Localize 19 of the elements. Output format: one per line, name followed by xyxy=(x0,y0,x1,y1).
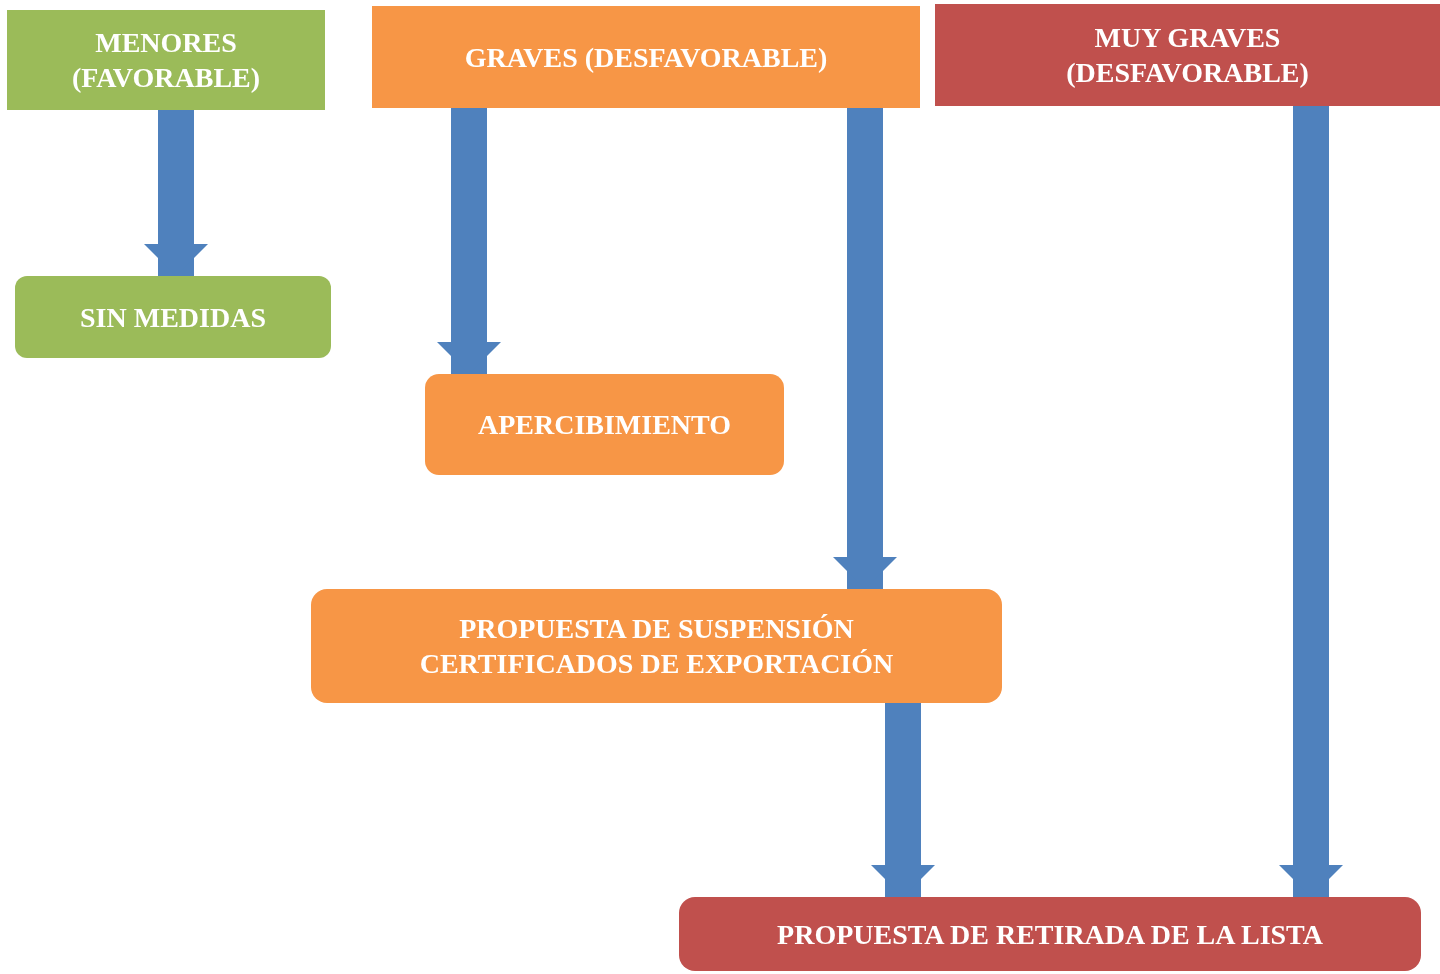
arrow xyxy=(833,108,897,589)
box-label: MENORES (FAVORABLE) xyxy=(70,26,262,95)
box-label: PROPUESTA DE RETIRADA DE LA LISTA xyxy=(777,917,1323,952)
category-header xyxy=(372,6,920,108)
box-label: APERCIBIMIENTO xyxy=(477,408,732,442)
box-label: SIN MEDIDAS xyxy=(80,300,266,335)
category-header xyxy=(7,10,325,110)
outcome-box xyxy=(15,276,331,358)
outcome-box xyxy=(311,589,1002,703)
box-label: GRAVES (DESFAVORABLE) xyxy=(464,40,828,75)
box-label: MUY GRAVES (DESFAVORABLE) xyxy=(1065,21,1310,90)
arrow xyxy=(1279,106,1343,897)
arrow xyxy=(871,703,935,897)
arrow xyxy=(144,110,208,276)
arrow xyxy=(437,108,501,374)
category-header xyxy=(935,4,1440,106)
outcome-box xyxy=(679,897,1421,971)
outcome-box xyxy=(425,374,784,475)
box-label: PROPUESTA DE SUSPENSIÓN CERTIFICADOS DE EXPORTACIÓN xyxy=(418,612,895,681)
